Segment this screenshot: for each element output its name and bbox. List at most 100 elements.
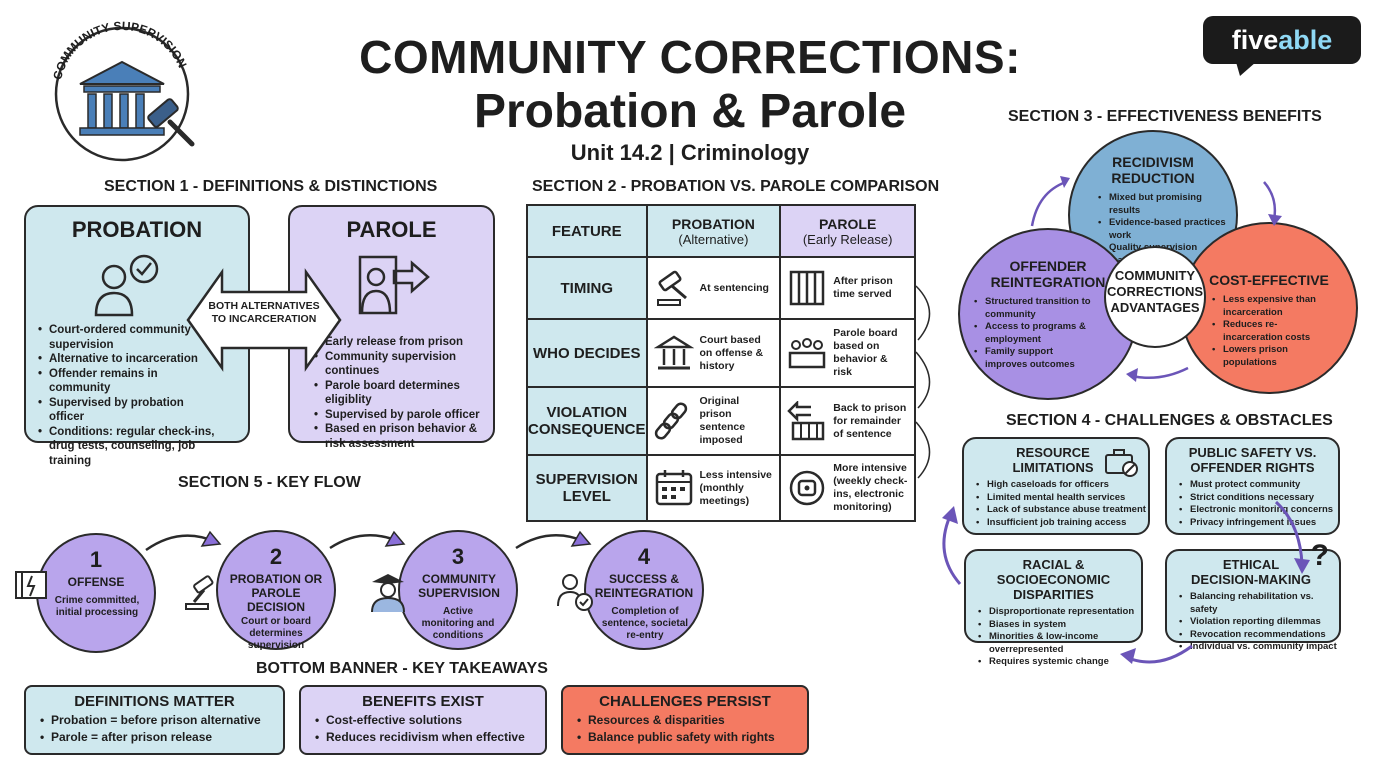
list-item: Insufficient job training access	[976, 517, 1148, 530]
courthouse-gavel-icon: COMMUNITY SUPERVISION	[50, 19, 195, 162]
col-parole: PAROLE (Early Release)	[779, 204, 916, 258]
list-item: Reduces recidivism when effective	[315, 729, 545, 746]
list-item: High caseloads for officers	[976, 479, 1148, 492]
parole-card: PAROLE Early release from prison Communi…	[288, 205, 495, 450]
list-item: Structured transition to community	[974, 296, 1092, 321]
officer-icon	[371, 574, 405, 613]
list-item: Community supervision continues	[314, 350, 490, 379]
list-item: Lowers prison populations	[1212, 344, 1332, 369]
list-item: Evidence-based practices work	[1098, 217, 1228, 242]
list-item: Balance public safety with rights	[577, 729, 807, 746]
col-feature: FEATURE	[526, 204, 648, 258]
person-exit-arrow-icon	[358, 255, 430, 315]
public-safety-title: PUBLIC SAFETY VS. OFFENDER RIGHTS	[1188, 445, 1317, 475]
row-feature: VIOLATION CONSEQUENCE	[526, 386, 648, 456]
center-label: COMMUNITY CORRECTIONS ADVANTAGES	[1106, 268, 1204, 315]
list-item: Cost-effective solutions	[315, 712, 545, 729]
table-row: WHO DECIDES Court based on offense & his…	[526, 318, 916, 388]
person-success-icon	[557, 574, 593, 611]
broken-chain-icon	[654, 402, 687, 440]
list-item: Offender remains in community	[38, 367, 218, 396]
racial-title: RACIAL & SOCIOECONOMIC DISPARITIES	[996, 557, 1111, 602]
parole-list: Early release from prison Community supe…	[314, 335, 490, 451]
list-item: Alternative to incarceration	[38, 352, 218, 367]
both-alternatives-label: BOTH ALTERNATIVES TO INCARCERATION	[208, 300, 320, 325]
table-connector-arrows	[915, 285, 931, 479]
cell-probation: Original prison sentence imposed	[699, 395, 746, 446]
page-title-line1: COMMUNITY CORRECTIONS:	[359, 31, 1021, 83]
list-item: Privacy infringement issues	[1179, 517, 1338, 530]
table-row: SUPERVISION LEVEL Less intensive (monthl…	[526, 454, 916, 522]
list-item: Resources & disparities	[577, 712, 807, 729]
cycle-arrows	[1030, 176, 1282, 382]
takeaway-challenges-title: CHALLENGES PERSIST	[599, 693, 771, 710]
cost-list: Less expensive than incarceration Reduce…	[1212, 294, 1332, 369]
list-item: Mixed but promising results	[1098, 192, 1228, 217]
row-feature: SUPERVISION LEVEL	[526, 454, 648, 522]
probation-title: PROBATION	[71, 217, 203, 242]
table-row: TIMING At sentencing After prison time s…	[526, 256, 916, 320]
parole-board-icon	[789, 338, 826, 369]
resource-card: RESOURCE LIMITATIONS High caseloads for …	[962, 437, 1150, 535]
table-header-row: FEATURE PROBATION (Alternative) PAROLE (…	[526, 204, 916, 258]
recidivism-title: RECIDIVISM REDUCTION	[1111, 154, 1195, 186]
list-item: Based en prison behavior & risk assessme…	[314, 422, 490, 451]
section5-heading: SECTION 5 - KEY FLOW	[178, 474, 361, 491]
cell-parole: More intensive (weekly check-ins, electr…	[833, 462, 908, 513]
takeaway-definitions: DEFINITIONS MATTER Probation = before pr…	[24, 685, 285, 755]
list-item: Balancing rehabilitation vs. safety	[1179, 591, 1339, 616]
row-feature: TIMING	[526, 256, 648, 320]
cell-parole: After prison time served	[833, 275, 893, 300]
person-check-icon	[94, 254, 159, 317]
racial-disparities-card: RACIAL & SOCIOECONOMIC DISPARITIES Dispr…	[964, 549, 1143, 668]
list-item: Revocation recommendations	[1179, 629, 1339, 642]
briefcase-blocked-icon	[1105, 449, 1138, 477]
list-item: Access to programs & employment	[974, 321, 1092, 346]
list-item: Reduces re-incarceration costs	[1212, 319, 1332, 344]
list-item: Must protect community	[1179, 479, 1338, 492]
list-item: Family support improves outcomes	[974, 346, 1092, 371]
resource-title: RESOURCE LIMITATIONS	[1012, 445, 1094, 475]
cell-parole: Back to prison for remainder of sentence	[833, 401, 907, 440]
row-feature: WHO DECIDES	[526, 318, 648, 388]
section1-heading: SECTION 1 - DEFINITIONS & DISTINCTIONS	[104, 178, 438, 195]
ethical-title: ETHICAL DECISION-MAKING	[1191, 557, 1311, 587]
ethical-card: ETHICAL DECISION-MAKING ? Balancing reha…	[1165, 539, 1341, 653]
section2-heading: SECTION 2 - PROBATION VS. PAROLE COMPARI…	[532, 178, 940, 195]
community-supervision-badge: COMMUNITY SUPERVISION	[42, 14, 202, 164]
cost-effective-circle: COST-EFFECTIVE Less expensive than incar…	[1180, 222, 1358, 394]
racial-list: Disproportionate representation Biases i…	[978, 606, 1141, 669]
section4-heading: SECTION 4 - CHALLENGES & OBSTACLES	[1006, 412, 1333, 429]
flow-step-1: 1 OFFENSE Crime committed, initial proce…	[36, 533, 156, 653]
courthouse-icon	[653, 335, 694, 370]
page-subtitle: Unit 14.2 | Criminology	[570, 140, 810, 165]
cell-parole: Parole board based on behavior & risk	[833, 327, 898, 378]
public-safety-card: PUBLIC SAFETY VS. OFFENDER RIGHTS Must p…	[1165, 437, 1340, 535]
list-item: Electronic monitoring concerns	[1179, 504, 1338, 517]
banner-heading: BOTTOM BANNER - KEY TAKEAWAYS	[256, 660, 548, 677]
list-item: Limited mental health services	[976, 492, 1148, 505]
flow-step-3: 3 COMMUNITY SUPERVISION Active monitorin…	[398, 530, 518, 650]
list-item: Violation reporting dilemmas	[1179, 616, 1339, 629]
table-row: VIOLATION CONSEQUENCE Original prison se…	[526, 386, 916, 456]
list-item: Lack of substance abuse treatment	[976, 504, 1148, 517]
list-item: Minorities & low-income overrepresented	[978, 631, 1141, 656]
resource-list: High caseloads for officers Limited ment…	[976, 479, 1148, 529]
gavel-icon	[185, 575, 214, 610]
list-item: Biases in system	[978, 619, 1141, 632]
challenge-cycle-arrows	[942, 500, 1310, 664]
reintegration-title: OFFENDER REINTEGRATION	[990, 258, 1106, 290]
list-item: Parole = after prison release	[40, 729, 283, 746]
list-item: Probation = before prison alternative	[40, 712, 283, 729]
takeaway-benefits: BENEFITS EXIST Cost-effective solutions …	[299, 685, 547, 755]
list-item: Conditions: regular check-ins, drug test…	[38, 425, 218, 469]
takeaway-benefits-title: BENEFITS EXIST	[362, 693, 484, 710]
flow-arrows	[145, 530, 592, 552]
list-item: Requires systemic change	[978, 656, 1141, 669]
probation-list: Court-ordered community supervision Alte…	[38, 323, 218, 468]
question-mark-icon: ?	[1310, 539, 1329, 572]
public-safety-list: Must protect community Strict conditions…	[1179, 479, 1338, 529]
return-to-prison-icon	[787, 401, 825, 441]
cell-probation: At sentencing	[699, 281, 769, 294]
section3-heading: SECTION 3 - EFFECTIVENESS BENEFITS	[1008, 108, 1322, 125]
